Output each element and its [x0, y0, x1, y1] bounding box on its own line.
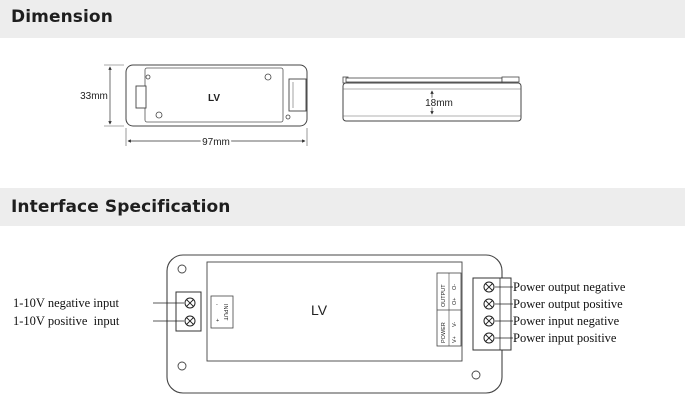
interface-header-band: Interface Specification — [0, 188, 685, 226]
output-pos-label: O+ — [452, 298, 458, 306]
input-plus-label: + — [216, 318, 219, 324]
power-neg-label: V- — [452, 322, 458, 327]
negative-input-label: 1-10V negative input — [13, 296, 120, 310]
interface-title: Interface Specification — [11, 197, 231, 217]
power-input-negative-label: Power input negative — [513, 314, 620, 328]
input-block-label: INPUT — [222, 304, 228, 321]
output-power-label-block: OUTPUT O- O+ POWER V- V+ — [436, 272, 462, 347]
height-dimension: 33mm — [80, 64, 124, 127]
height-label: 33mm — [80, 91, 108, 102]
input-minus-label: - — [216, 302, 218, 308]
width-dimension: 97mm — [125, 128, 308, 150]
power-output-negative-label: Power output negative — [513, 280, 626, 294]
positive-input-label: 1-10V positive input — [13, 314, 120, 328]
output-neg-label: O- — [452, 284, 458, 290]
interface-device-label: LV — [311, 302, 328, 318]
interface-device-drawing: LV - + INPUT OUTPUT O- O+ POWER V- V+ — [166, 254, 512, 394]
dimension-title: Dimension — [11, 7, 113, 27]
top-view-device-label: LV — [208, 93, 220, 104]
input-terminal-block: - + INPUT — [175, 291, 234, 332]
width-label: 97mm — [202, 137, 230, 148]
output-block-label: OUTPUT — [441, 284, 447, 307]
power-pos-label: V+ — [452, 336, 458, 343]
power-input-positive-label: Power input positive — [513, 331, 617, 345]
output-terminal-block — [472, 277, 512, 351]
side-view-drawing: 18mm — [342, 76, 522, 122]
leader-lines — [153, 286, 513, 339]
dimension-header-band: Dimension — [0, 0, 685, 38]
depth-label: 18mm — [425, 98, 453, 109]
top-view-drawing: LV — [125, 64, 308, 127]
power-block-label: POWER — [441, 322, 447, 343]
power-output-positive-label: Power output positive — [513, 297, 623, 311]
